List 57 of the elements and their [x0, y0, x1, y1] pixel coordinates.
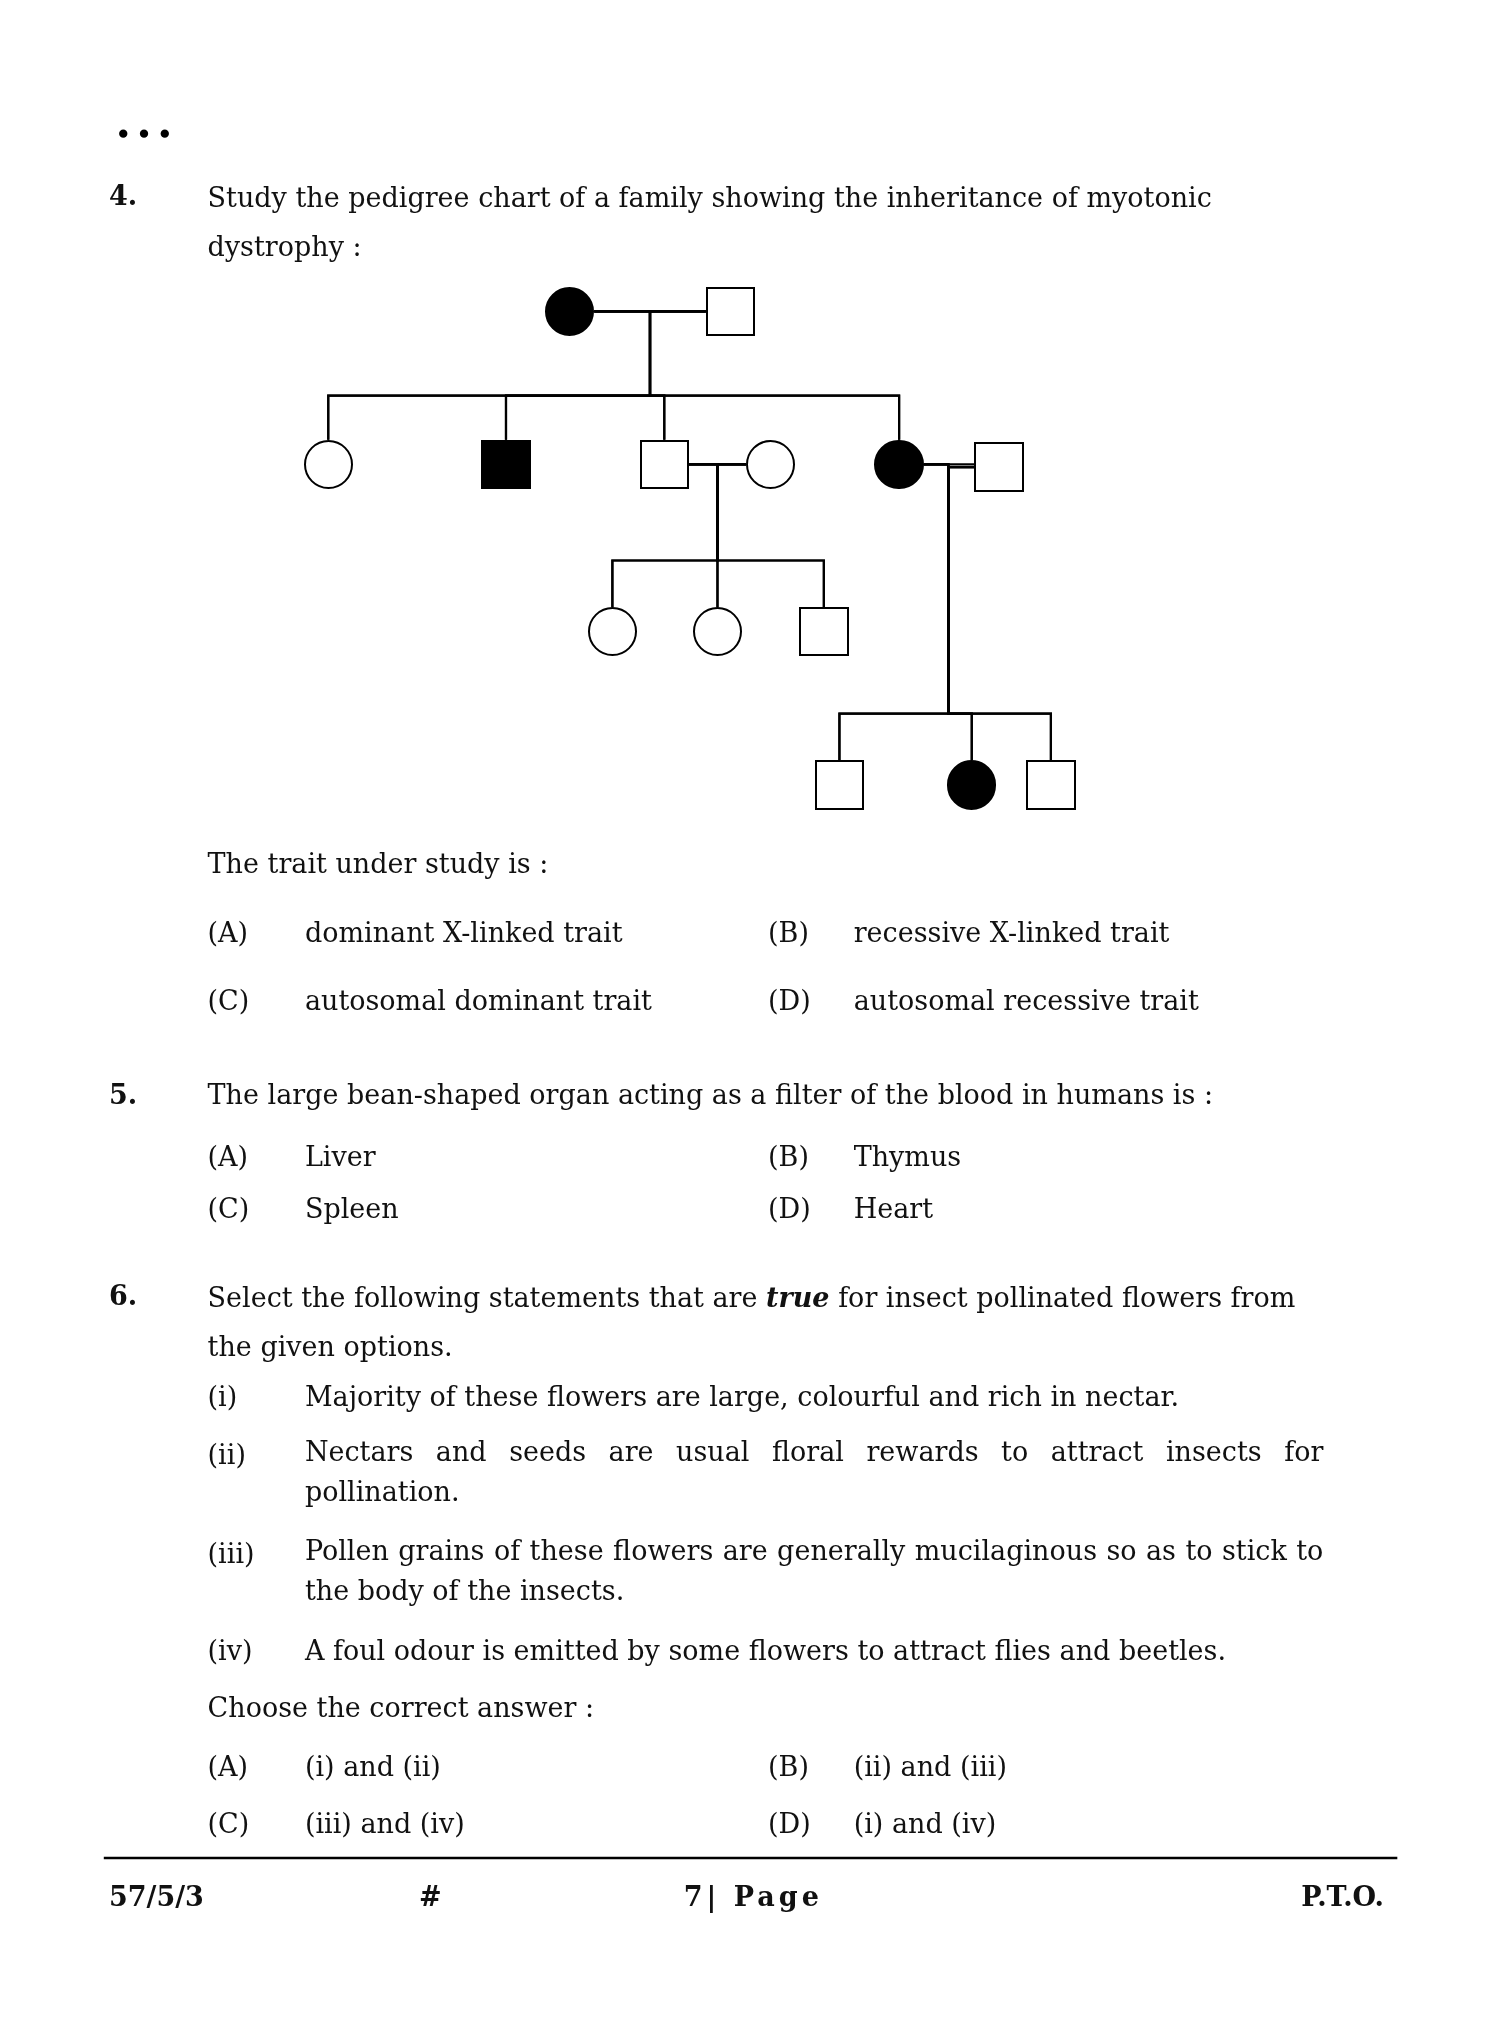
option-label: (D): [768, 1806, 811, 1841]
option-text: (iii) and (iv): [304, 1806, 465, 1841]
question-text: Choose the correct answer :: [207, 1691, 595, 1726]
footer-mark: #: [419, 1879, 442, 1914]
question-text: The trait under study is :: [207, 846, 549, 881]
question-text: Select the following statements that are true for insect pollinated flowers from the given options.: [207, 1280, 1297, 1364]
question-number: 4.: [108, 178, 138, 213]
question-number: 6.: [108, 1278, 138, 1313]
option-label: (A): [207, 1749, 249, 1784]
option-label: (B): [768, 1749, 809, 1784]
statement-number: (iii): [207, 1537, 255, 1571]
statement-text: Nectars and seeds are usual floral rewards to attract insects for pollination.: [304, 1435, 1324, 1510]
option-label: (D): [768, 1191, 811, 1226]
pedigree-square: [639, 439, 689, 490]
pedigree-line: [923, 463, 975, 466]
page-number: 7| Page: [683, 1879, 823, 1915]
pedigree-line: [688, 463, 746, 466]
option-label: (A): [207, 1140, 249, 1174]
affected-circle: [947, 760, 997, 810]
pedigree-line: [611, 463, 719, 608]
question-text: The large bean-shaped organ acting as a filter of the blood in humans is :: [207, 1077, 1214, 1112]
option-text: (i) and (iv): [853, 1806, 997, 1841]
statement-number: (iv): [207, 1634, 253, 1669]
option-text: dominant X-linked trait: [304, 915, 623, 950]
option-label: (A): [207, 915, 249, 950]
question-number: 5.: [108, 1077, 138, 1112]
option-text: autosomal dominant trait: [304, 984, 652, 1019]
statement-text: A foul odour is emitted by some flowers to attract flies and beetles.: [304, 1634, 1227, 1669]
statement-number: (ii): [207, 1438, 246, 1473]
paper-code: 57/5/3: [108, 1879, 204, 1914]
statement-number: (i): [207, 1380, 238, 1414]
option-text: Spleen: [304, 1191, 399, 1226]
option-text: autosomal recessive trait: [853, 984, 1199, 1019]
pedigree-square: [974, 442, 1024, 492]
pedigree-line: [838, 463, 950, 761]
pedigree-square: [814, 760, 865, 810]
statement-text: Majority of these flowers are large, colourful and rich in nectar.: [304, 1380, 1179, 1414]
pedigree-line: [594, 310, 706, 313]
option-label: (B): [768, 915, 809, 950]
option-text: recessive X-linked trait: [853, 915, 1170, 950]
affected-square: [481, 439, 531, 490]
footer-text: P.T.O.: [1301, 1879, 1384, 1914]
option-label: (C): [207, 984, 250, 1019]
option-label: (D): [768, 984, 811, 1019]
option-label: (C): [207, 1806, 250, 1841]
option-text: Thymus: [853, 1140, 962, 1174]
pedigree-square: [1026, 760, 1076, 810]
statement-text: Pollen grains of these flowers are generally mucilaginous so as to stick to the body of the insects.: [304, 1534, 1324, 1608]
option-text: Heart: [853, 1191, 934, 1226]
question-text: Study the pedigree chart of a family showing the inheritance of myotonic dystrophy :: [207, 180, 1213, 264]
option-text: (ii) and (iii): [853, 1749, 1007, 1784]
option-label: (C): [207, 1191, 250, 1226]
option-label: (B): [768, 1140, 809, 1174]
option-text: Liver: [304, 1140, 376, 1174]
pedigree-square: [799, 607, 849, 657]
pedigree-square: [705, 286, 756, 336]
option-text: (i) and (ii): [304, 1749, 441, 1784]
